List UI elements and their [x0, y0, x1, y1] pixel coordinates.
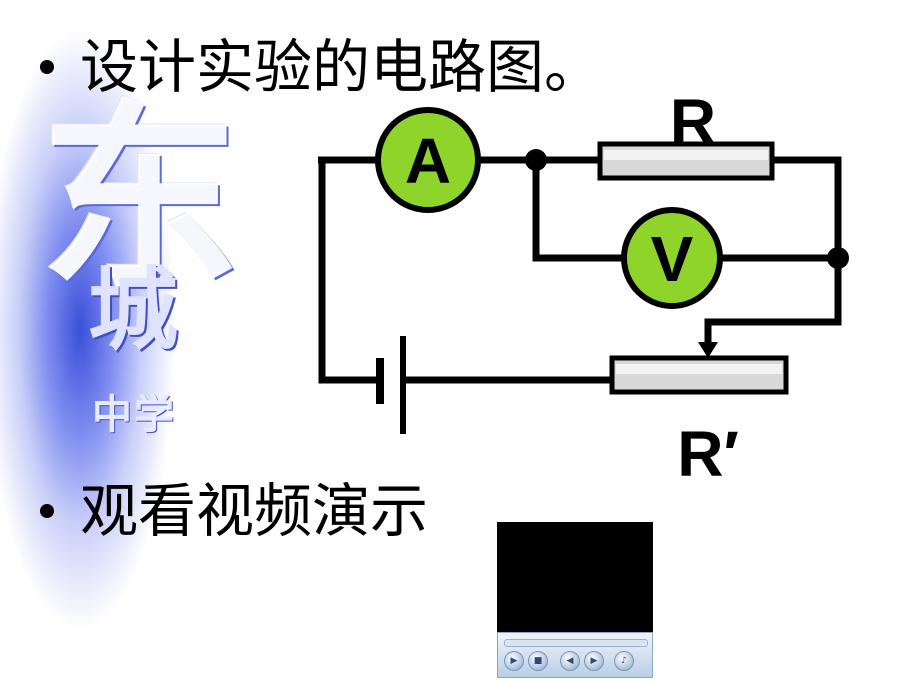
bullet-item-video: 观看视频演示 [40, 482, 428, 540]
mute-icon[interactable]: ♪ [614, 651, 634, 671]
watermark-char-3: 中学 [92, 391, 176, 438]
next-icon[interactable]: ▶ [584, 651, 604, 671]
rheostat-highlight [616, 364, 782, 374]
media-player[interactable]: ▶ ■ ◀ ▶ ♪ [497, 522, 653, 678]
junction-dot-right [827, 247, 849, 269]
wire-top-left [318, 160, 377, 384]
watermark-char-2: 城 [88, 257, 178, 363]
wire-r-right [704, 156, 842, 350]
voltmeter [621, 207, 723, 309]
bullet-text: 设计实验的电路图。 [80, 33, 603, 101]
player-controls: ▶ ■ ◀ ▶ ♪ [497, 632, 653, 678]
video-screen[interactable] [497, 522, 653, 632]
resistor-r [597, 141, 775, 181]
slider-arrow-icon [698, 342, 718, 358]
stop-icon[interactable]: ■ [528, 651, 548, 671]
seek-bar[interactable] [504, 639, 648, 647]
previous-icon[interactable]: ◀ [560, 651, 580, 671]
bullet-text: 观看视频演示 [80, 477, 429, 545]
rheostat-r-prime [609, 355, 789, 395]
ammeter-label: A [405, 125, 451, 197]
watermark-char-1: 东 [40, 82, 241, 317]
bullet-dot-icon [40, 504, 54, 518]
resistor-r-highlight [604, 150, 768, 160]
rheostat-label: R′ [677, 418, 739, 490]
ammeter [375, 107, 481, 213]
bullet-dot-icon [40, 60, 54, 74]
play-icon[interactable]: ▶ [504, 651, 524, 671]
wire-v-branch [532, 160, 625, 262]
resistor-label: R [670, 86, 716, 158]
side-decoration [0, 0, 190, 690]
voltmeter-label: V [651, 223, 694, 295]
bullet-item-circuit: 设计实验的电路图。 [40, 38, 602, 96]
junction-dot-top [525, 149, 547, 171]
